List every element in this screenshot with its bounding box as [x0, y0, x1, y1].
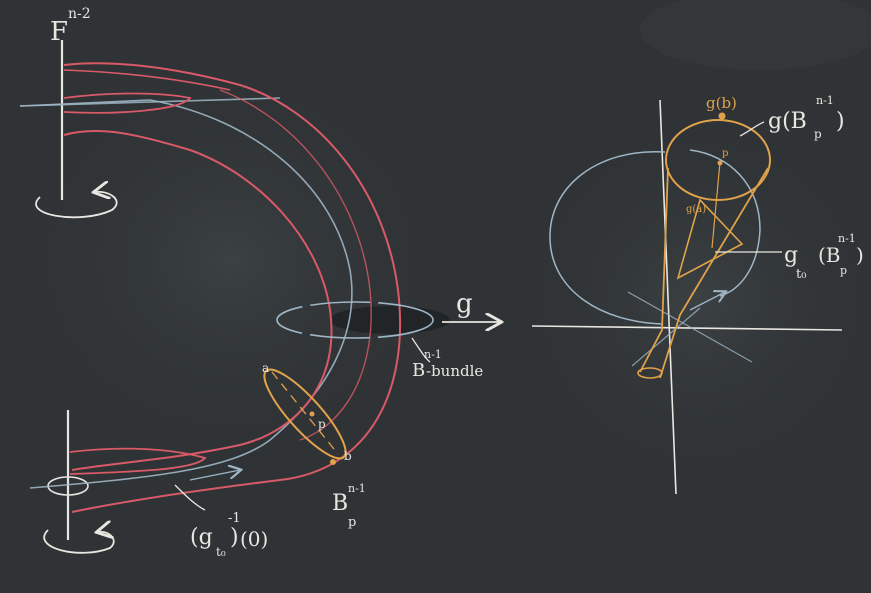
ball-diameter: [271, 371, 339, 455]
g-t0-arg-sup: n-1: [838, 232, 856, 245]
right-diagram: [531, 99, 843, 495]
fiber-top-sup: n-2: [68, 6, 91, 22]
point-g-b: [718, 112, 726, 120]
g-B-label: g(B: [768, 109, 807, 134]
ball-B-label: B: [332, 491, 348, 516]
right-diagonal-axis: [627, 291, 753, 363]
sphere-outline: [549, 151, 666, 325]
bottom-rotation-arc: [43, 530, 115, 554]
ball-B-sub: p: [348, 515, 356, 530]
g-t0-close: ): [856, 243, 864, 267]
fiber-top-label: F: [50, 17, 68, 47]
tube-outer-boundary: [63, 62, 402, 513]
g-t0-arg-sub: p: [840, 264, 847, 277]
tube-outer-boundary-2: [63, 69, 231, 91]
preimage-sup: -1: [228, 511, 241, 526]
g-t0-sub: t₀: [796, 267, 806, 282]
point-b-label: b: [344, 449, 352, 463]
left-diagram: [19, 40, 434, 554]
cone-inner-triangle: [676, 198, 744, 280]
left-labels: F n-2 g B n-1 -bundle (g t₀ ) -1 (0) B n…: [50, 6, 483, 559]
cone-right-edge: [659, 167, 769, 379]
g-B-leader: [739, 121, 765, 137]
preimage-sub: t₀: [216, 545, 226, 559]
preimage-close: ): [230, 525, 239, 550]
tube-bottom-lobe: [69, 447, 207, 475]
point-p-label: p: [318, 417, 326, 431]
g-B-sup: n-1: [816, 94, 834, 107]
bundle-label: B: [412, 360, 425, 381]
g-B-close: ): [836, 109, 845, 134]
bundle-leader: [411, 337, 431, 363]
bundle-suffix: -bundle: [426, 362, 483, 380]
core-curve-arrow: [189, 470, 240, 481]
preimage-arg: (0): [240, 527, 268, 551]
ball-B-sup: n-1: [348, 482, 366, 495]
preimage-open: (g: [190, 525, 213, 550]
g-p-label: p: [722, 148, 728, 159]
bundle-ring: [276, 301, 434, 339]
ball-B-p: [263, 368, 347, 460]
point-p: [309, 411, 315, 417]
core-curve: [19, 99, 353, 489]
tube-top-lobe: [63, 92, 192, 114]
sphere-outline-right: [689, 149, 761, 297]
preimage-leader: [174, 484, 206, 511]
point-b: [330, 459, 336, 465]
right-vertical-axis: [659, 99, 677, 495]
map-g-label: g: [456, 289, 473, 319]
g-a-label: g(a): [686, 204, 706, 215]
right-labels: g(b) g(B n-1 p ) g(a) p g t₀ (B n-1 p ): [686, 94, 864, 282]
top-rotation-arc: [35, 192, 118, 219]
point-a-label: a: [262, 361, 269, 375]
g-t0-label: g: [784, 243, 798, 268]
tube-inner-boundary: [63, 130, 333, 471]
cone-center-line: [711, 161, 721, 249]
g-t0-arg: (B: [818, 243, 841, 267]
g-B-sub: p: [814, 127, 822, 141]
cone-left-edge: [639, 167, 669, 373]
bundle-sup: n-1: [424, 348, 442, 361]
sphere-arrow: [689, 292, 725, 311]
point-g-p: [717, 160, 723, 166]
right-horizontal-axis: [531, 325, 843, 331]
cone-bottom-ellipse: [637, 367, 663, 379]
g-b-label: g(b): [706, 94, 737, 112]
cone-top-ellipse: [665, 119, 771, 201]
right-diagonal-axis-2: [631, 307, 701, 367]
board-smudges: [10, 0, 871, 490]
tube-middle-line: [219, 89, 372, 441]
